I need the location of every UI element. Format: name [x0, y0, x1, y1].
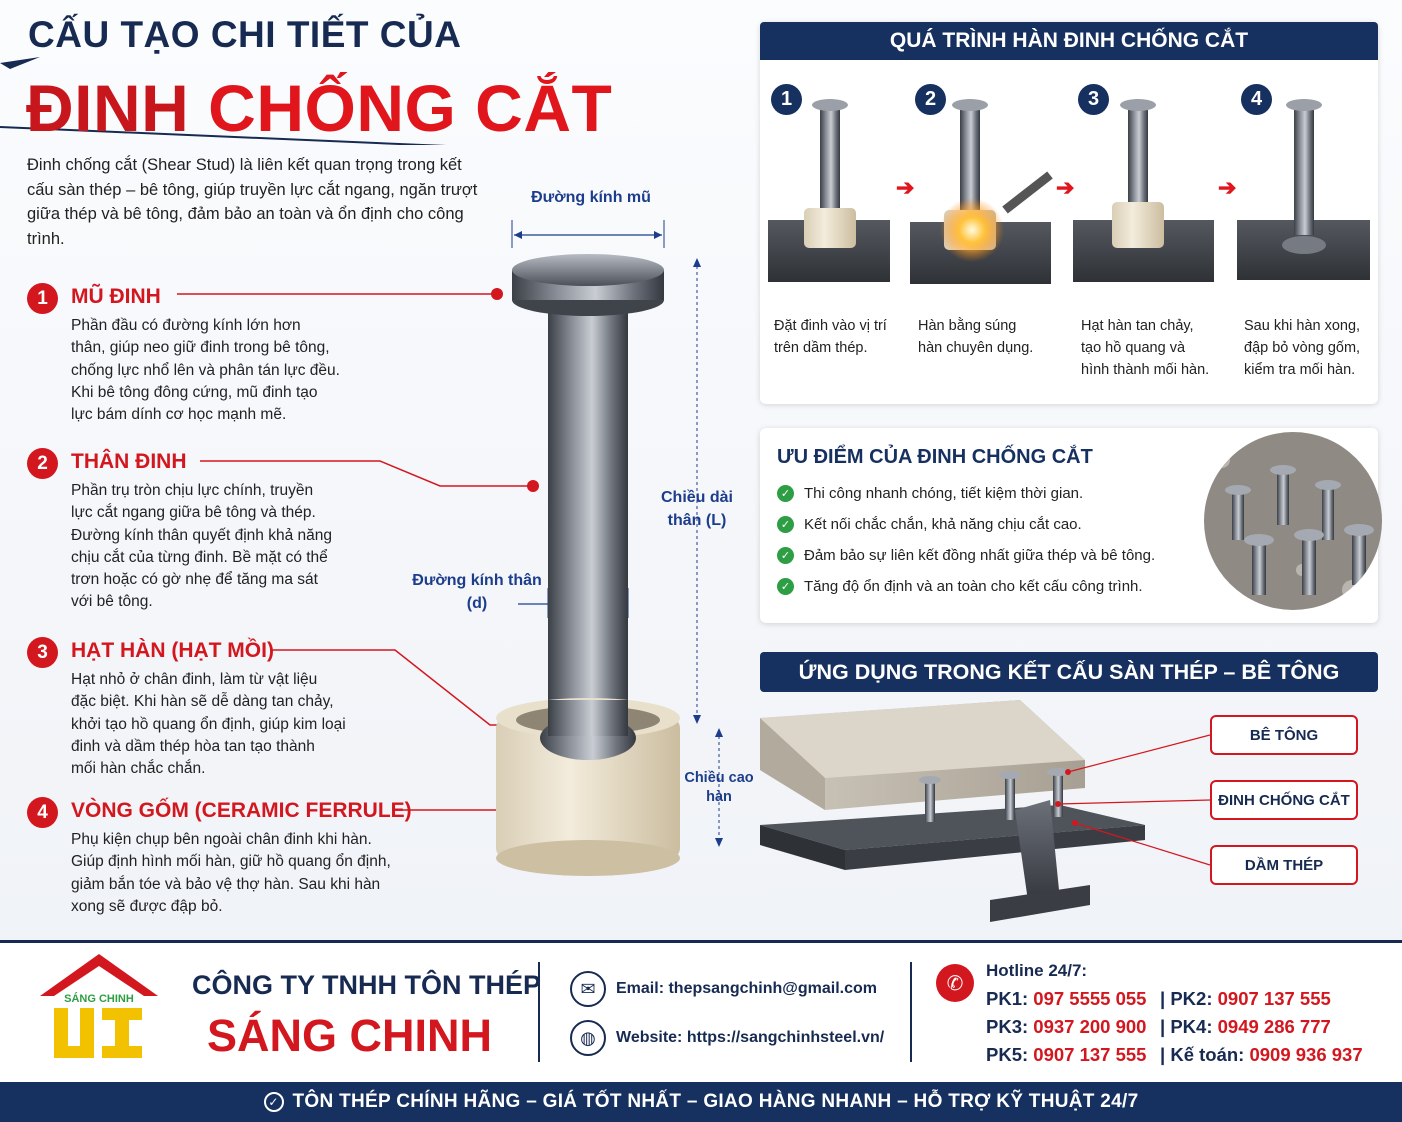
tagline: TÔN THÉP CHÍNH HÃNG – GIÁ TỐT NHẤT – GIA… [292, 1091, 1139, 1112]
globe-icon: ◍ [570, 1020, 606, 1056]
footer [0, 940, 1402, 1082]
website-link[interactable]: https://sangchinhsteel.vn/ [686, 1029, 885, 1046]
part-1-number: 1 [27, 283, 58, 314]
step-2-number: 2 [915, 84, 946, 115]
step-1-number: 1 [771, 84, 802, 115]
shank-diameter-label: Đường kính thân(d) [412, 572, 542, 612]
intro-paragraph: Đinh chống cắt (Shear Stud) là liên kết … [27, 156, 478, 248]
svg-text:➔: ➔ [896, 175, 914, 200]
hotline-row: | Kế toán: 0909 936 937 [1160, 1044, 1363, 1065]
label-steel-beam: DẦM THÉP [1210, 845, 1358, 885]
company-line-1: CÔNG TY TNHH TÔN THÉP [192, 970, 542, 1000]
hotline-row: | PK4: 0949 286 777 [1160, 1016, 1331, 1037]
composite-floor-illustration [760, 700, 1211, 922]
shear-stud-diagram [177, 220, 723, 876]
hotline-title: Hotline 24/7: [986, 961, 1088, 980]
studs-photo-circle [1204, 432, 1382, 610]
part-4-title: VÒNG GỐM (CERAMIC FERRULE) [71, 799, 412, 822]
part-2-number: 2 [27, 448, 58, 479]
step-4-text: Sau khi hàn xong,đập bỏ vòng gốm,kiểm tr… [1244, 318, 1361, 378]
phone-number[interactable]: 097 5555 055 [1033, 988, 1147, 1009]
process-title: QUÁ TRÌNH HÀN ĐINH CHỐNG CẮT [760, 22, 1378, 60]
process-panel: QUÁ TRÌNH HÀN ĐINH CHỐNG CẮT [760, 22, 1378, 404]
part-1-title: MŨ ĐINH [71, 285, 161, 308]
header-swoosh [0, 57, 448, 145]
email-row: Email: thepsangchinh@gmail.com [616, 980, 877, 997]
check-icon: ✓ [777, 547, 794, 564]
phone-number[interactable]: 0949 286 777 [1217, 1016, 1331, 1037]
advantage-item: ✓Thi công nhanh chóng, tiết kiệm thời gi… [777, 485, 1083, 502]
check-icon: ✓ [777, 516, 794, 533]
advantages-title: ƯU ĐIỂM CỦA ĐINH CHỐNG CẮT [777, 446, 1093, 468]
process-illustrations: ➔ ➔ ➔ [768, 99, 1370, 284]
phone-number[interactable]: 0907 137 555 [1033, 1044, 1147, 1065]
step-4-number: 4 [1241, 84, 1272, 115]
main-title: ĐINH CHỐNG CẮT [26, 70, 612, 146]
head-diameter-label: Đường kính mũ [531, 189, 651, 206]
phone-number[interactable]: 0937 200 900 [1033, 1016, 1147, 1037]
tagline-bar: ✓ TÔN THÉP CHÍNH HÃNG – GIÁ TỐT NHẤT – GI… [0, 1082, 1402, 1122]
company-logo [40, 954, 158, 1058]
check-icon: ✓ [777, 578, 794, 595]
email-icon: ✉ [570, 971, 606, 1007]
application-title: ỨNG DỤNG TRONG KẾT CẤU SÀN THÉP – BÊ TÔN… [760, 652, 1378, 692]
phone-icon: ✆ [936, 964, 974, 1002]
advantage-item: ✓Kết nối chắc chắn, khả năng chịu cắt ca… [777, 516, 1082, 533]
email-link[interactable]: thepsangchinh@gmail.com [668, 980, 877, 997]
part-4-desc: Phụ kiện chụp bên ngoài chân đinh khi hà… [71, 831, 391, 915]
svg-text:➔: ➔ [1056, 175, 1074, 200]
step-3-number: 3 [1078, 84, 1109, 115]
part-2-title: THÂN ĐINH [71, 450, 187, 473]
advantage-item: ✓Tăng độ ổn định và an toàn cho kết cấu … [777, 578, 1143, 595]
title-word-1: ĐINH [26, 71, 190, 145]
phone-number[interactable]: 0909 936 937 [1249, 1044, 1363, 1065]
title-line-1: CẤU TẠO CHI TIẾT CỦA [28, 14, 462, 55]
footer-divider [538, 962, 540, 1062]
advantage-item: ✓Đảm bảo sự liên kết đồng nhất giữa thép… [777, 547, 1155, 564]
website-row: Website: https://sangchinhsteel.vn/ [616, 1029, 885, 1046]
check-icon: ✓ [777, 485, 794, 502]
svg-text:➔: ➔ [1218, 175, 1236, 200]
hotline-row: PK5: 0907 137 555 [986, 1044, 1147, 1065]
hotline-row: | PK2: 0907 137 555 [1160, 988, 1331, 1009]
part-4-number: 4 [27, 797, 58, 828]
phone-number[interactable]: 0907 137 555 [1217, 988, 1331, 1009]
label-concrete: BÊ TÔNG [1210, 715, 1358, 755]
hotline-row: PK1: 097 5555 055 [986, 988, 1147, 1009]
title-word-2: CHỐNG CẮT [208, 71, 613, 145]
badge-check-icon: ✓ [263, 1092, 284, 1112]
logo-text: SÁNG CHINH [64, 993, 134, 1005]
hotline-row: PK3: 0937 200 900 [986, 1016, 1147, 1037]
footer-divider [910, 962, 912, 1062]
part-3-title: HẠT HÀN (HẠT MỒI) [71, 639, 274, 662]
label-shear-stud: ĐINH CHỐNG CẮT [1210, 780, 1358, 820]
part-3-number: 3 [27, 637, 58, 668]
company-line-2: SÁNG CHINH [207, 1010, 493, 1061]
